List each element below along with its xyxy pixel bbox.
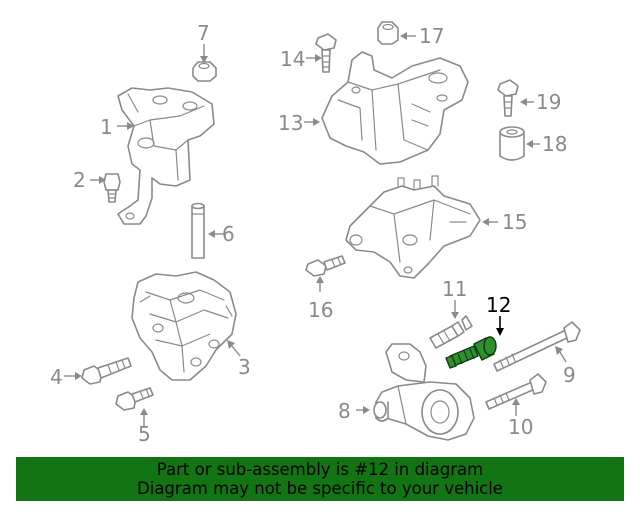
part-5-bolt (115, 387, 154, 411)
part-7-nut (192, 61, 217, 82)
callout-16: 16 (308, 298, 333, 322)
part-9-long-bolt (493, 321, 581, 372)
part-10-bolt (485, 373, 547, 410)
part-19-bolt (497, 79, 519, 117)
parts-diagram: 7 1 2 6 3 4 5 17 14 13 19 18 15 16 11 12… (50, 21, 581, 446)
part-3-housing (131, 271, 237, 381)
callout-10: 10 (508, 415, 533, 439)
part-13-bracket (321, 51, 469, 165)
callout-labels: 7 1 2 6 3 4 5 17 14 13 19 18 15 16 11 12… (50, 21, 576, 446)
callout-2: 2 (73, 168, 86, 192)
part-11-stud (429, 315, 473, 349)
banner-line-part-number: Part or sub-assembly is #12 in diagram (156, 460, 484, 479)
callout-12: 12 (486, 293, 511, 317)
banner-line-disclaimer: Diagram may not be specific to your vehi… (137, 479, 503, 498)
part-4-bolt (81, 357, 132, 385)
callout-13: 13 (278, 111, 303, 135)
info-banner: Part or sub-assembly is #12 in diagram D… (16, 457, 624, 501)
callout-7: 7 (197, 21, 210, 45)
part-16-bolt (305, 255, 346, 277)
callout-5: 5 (138, 422, 151, 446)
part-2-bolt (103, 173, 121, 203)
leader-lines (64, 32, 567, 426)
callout-19: 19 (536, 90, 561, 114)
callout-11: 11 (442, 277, 467, 301)
callout-9: 9 (563, 363, 576, 387)
part-6-pin (191, 202, 205, 259)
callout-18: 18 (542, 132, 567, 156)
callout-3: 3 (238, 355, 251, 379)
part-12-stud-highlighted (445, 336, 497, 369)
part-1-mount-bracket (117, 87, 215, 225)
callout-14: 14 (280, 47, 305, 71)
callout-4: 4 (50, 365, 63, 389)
part-15-bracket (345, 175, 481, 279)
callout-1: 1 (100, 115, 113, 139)
callout-8: 8 (338, 399, 351, 423)
part-17-nut (377, 21, 399, 45)
part-18-bushing (499, 126, 525, 161)
callout-6: 6 (222, 222, 235, 246)
part-8-mount-assembly (373, 343, 475, 441)
callout-15: 15 (502, 210, 527, 234)
part-14-bolt (315, 33, 337, 73)
callout-17: 17 (419, 24, 444, 48)
